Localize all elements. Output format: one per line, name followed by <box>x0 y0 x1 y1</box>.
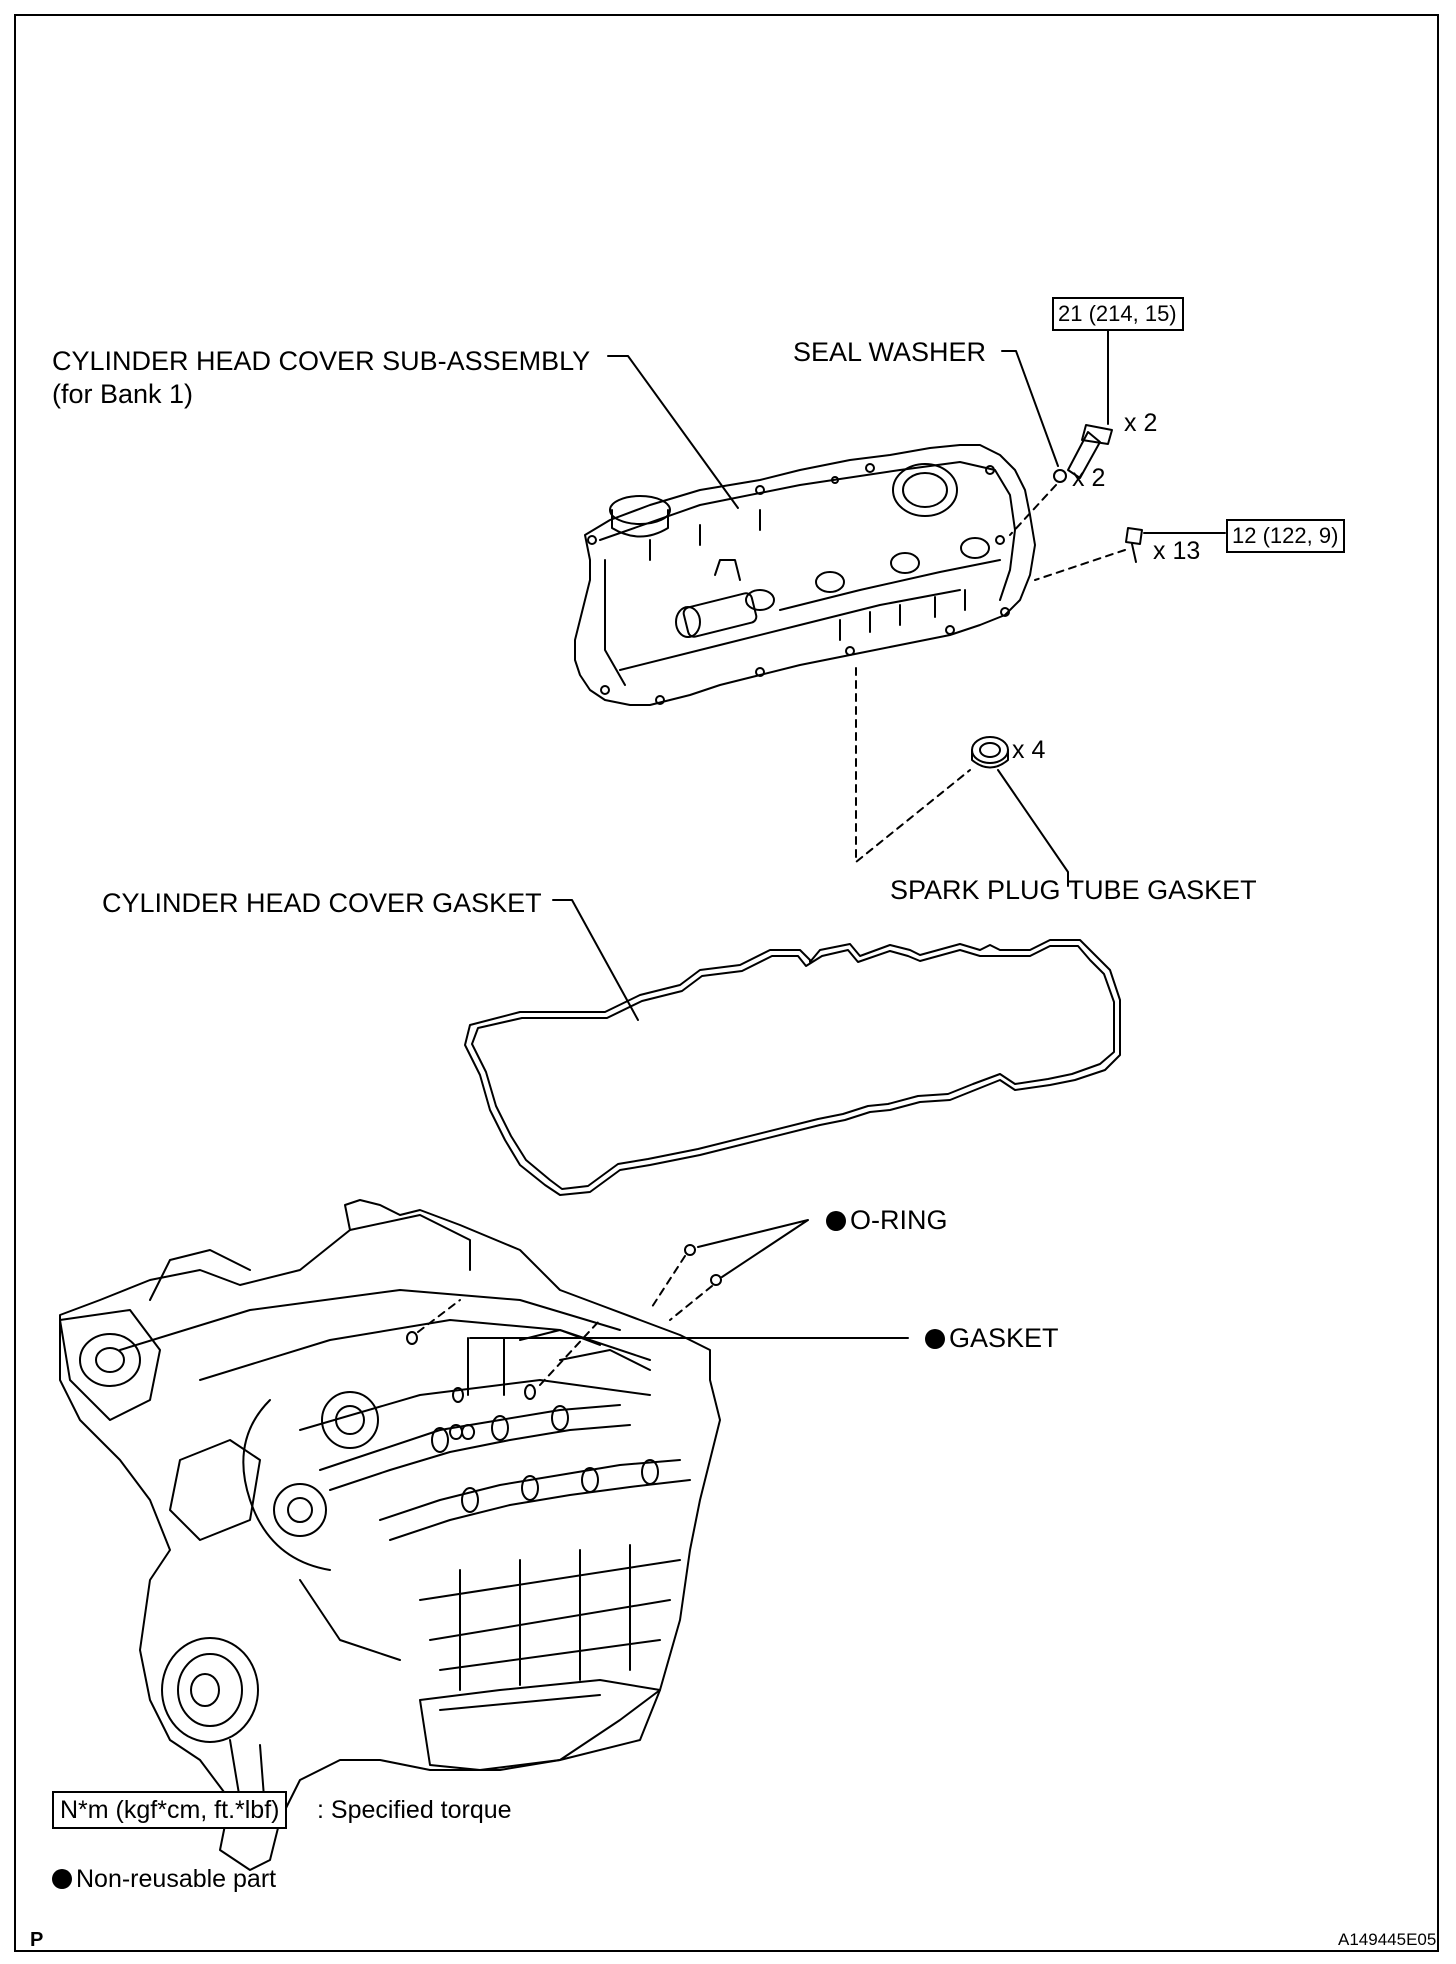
gasket-part-1 <box>406 1331 418 1345</box>
o-ring-lower <box>710 1274 722 1286</box>
seal-washer-qty: x 2 <box>1072 464 1106 492</box>
cover-subassembly-sublabel: (for Bank 1) <box>52 379 194 409</box>
spark-plug-tube-gasket-part <box>971 736 1009 769</box>
cover-subassembly-label: CYLINDER HEAD COVER SUB-ASSEMBLY <box>52 346 591 376</box>
engine-block <box>59 1199 721 1871</box>
non-reusable-dot-icon <box>52 1869 72 1889</box>
cylinder-head-cover <box>574 444 1036 706</box>
gasket-label: GASKET <box>925 1322 1059 1354</box>
gasket-part-3 <box>524 1384 536 1400</box>
o-ring-label: O-RING <box>826 1204 948 1236</box>
non-reusable-dot-icon <box>925 1329 945 1349</box>
torque-box-short-bolt: 12 (122, 9) <box>1226 519 1346 553</box>
short-bolt <box>1125 527 1143 563</box>
gasket-text: GASKET <box>949 1323 1059 1353</box>
footer-left-mark: P <box>30 1929 44 1951</box>
torque-box-long-bolt: 21 (214, 15) <box>1052 297 1184 331</box>
spark-plug-tube-gasket-label: SPARK PLUG TUBE GASKET <box>890 875 1257 905</box>
diagram-frame <box>14 14 1439 1952</box>
o-ring-leader <box>697 1219 809 1278</box>
o-ring-dash <box>649 1255 713 1321</box>
tube-gasket-qty: x 4 <box>1012 736 1046 764</box>
seal-washer-part <box>1053 469 1067 483</box>
short-bolt-dash <box>1034 549 1126 581</box>
cover-gasket-part <box>464 939 1121 1196</box>
cover-gasket-label: CYLINDER HEAD COVER GASKET <box>102 888 542 918</box>
legend-non-reusable-text: Non-reusable part <box>76 1865 277 1893</box>
legend-non-reusable: Non-reusable part <box>52 1863 276 1895</box>
cover-gasket-leader <box>552 899 639 1021</box>
tube-gasket-leader <box>997 769 1069 887</box>
long-bolt <box>1067 424 1113 479</box>
cover-leader-line <box>607 355 739 509</box>
long-bolt-qty: x 2 <box>1124 409 1158 437</box>
o-ring-text: O-RING <box>850 1205 948 1235</box>
non-reusable-dot-icon <box>826 1211 846 1231</box>
tube-gasket-dash <box>855 667 971 863</box>
seal-washer-label: SEAL WASHER <box>793 337 987 367</box>
figure-id: A149445E05 <box>1338 1930 1437 1949</box>
short-bolt-qty: x 13 <box>1153 537 1201 565</box>
gasket-part-2 <box>452 1387 464 1403</box>
o-ring-upper <box>684 1244 696 1256</box>
legend-torque-box: N*m (kgf*cm, ft.*lbf) <box>52 1791 288 1829</box>
gasket-dash <box>417 1299 601 1386</box>
washer-dash <box>1009 484 1057 536</box>
seal-washer-leader <box>1001 350 1059 467</box>
legend-torque-text: : Specified torque <box>317 1796 512 1824</box>
